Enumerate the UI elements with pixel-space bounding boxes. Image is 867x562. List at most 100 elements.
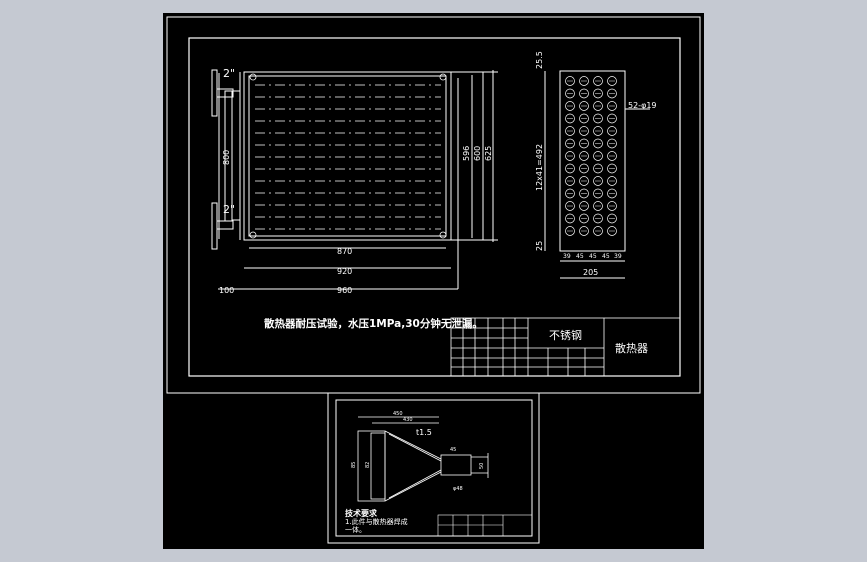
tube-hole [565, 113, 575, 124]
drawing-svg: 2" 2" 800 596 600 625 870 920 960 100 25… [166, 16, 701, 544]
pipe-size-top: 2" [223, 67, 235, 80]
tube-hole [565, 76, 575, 86]
tube-hole [579, 101, 589, 111]
tube-hole [579, 88, 589, 99]
dim-205: 205 [583, 268, 598, 277]
title-material: 不锈钢 [549, 329, 582, 342]
col-dim-1: 39 [563, 253, 571, 260]
tube-hole [565, 101, 575, 111]
corner-bolts [249, 73, 447, 239]
tube-hole [593, 188, 603, 199]
col-dims: 39 45 45 45 39 [563, 253, 622, 260]
lower-dims: 450 430 85 82 45 50 φ48 [351, 411, 485, 492]
tube-hole [607, 126, 617, 136]
tech-title: 技术要求 [345, 508, 378, 518]
tube-hole [607, 76, 617, 86]
tube-hole [565, 201, 575, 211]
tube-hole [579, 176, 589, 186]
tube-hole [607, 113, 617, 124]
col-dim-5: 39 [614, 253, 622, 260]
tube-hole [607, 226, 617, 236]
col-dim-4: 45 [602, 253, 610, 260]
tube-hole [607, 188, 617, 199]
title-name: 散热器 [615, 341, 648, 355]
tube-hole [565, 163, 575, 174]
tube-hole [593, 88, 603, 99]
tube-hole [565, 176, 575, 186]
lower-title-block [437, 514, 533, 537]
tube-hole [565, 88, 575, 99]
tube-hole [565, 138, 575, 149]
dim-25-5: 25.5 [535, 51, 544, 69]
tube-hole [607, 213, 617, 224]
fin-lines [255, 84, 441, 230]
tube-hole [607, 201, 617, 211]
tube-hole [579, 201, 589, 211]
lower-dim-430: 430 [403, 417, 413, 423]
flange-part [357, 416, 489, 502]
tube-holes [565, 76, 617, 236]
dim-492: 12x41=492 [535, 144, 544, 191]
holes-label: 52-φ19 [628, 101, 657, 110]
tube-hole [593, 113, 603, 124]
lower-dim-450: 450 [393, 411, 403, 417]
tube-hole [579, 126, 589, 136]
top-sheet-outer [166, 16, 701, 394]
lower-sheet-outer [327, 392, 540, 544]
tube-hole [565, 151, 575, 161]
lower-dim-82: 82 [365, 462, 371, 468]
dim-800: 800 [222, 150, 231, 165]
tube-hole [593, 151, 603, 161]
title-block [450, 317, 681, 377]
tube-hole [607, 163, 617, 174]
dim-596: 596 [462, 146, 471, 161]
lower-dim-85: 85 [351, 462, 357, 468]
tube-hole [565, 126, 575, 136]
side-view [544, 70, 650, 279]
tech-line2: 一体。 [345, 525, 366, 534]
tube-hole [579, 76, 589, 86]
tube-hole [607, 138, 617, 149]
col-dim-3: 45 [589, 253, 597, 260]
tube-hole [593, 226, 603, 236]
tube-hole [593, 163, 603, 174]
tube-hole [565, 188, 575, 199]
tube-hole [607, 176, 617, 186]
tube-hole [607, 151, 617, 161]
tube-hole [579, 138, 589, 149]
tube-hole [579, 163, 589, 174]
lower-dim-48: φ48 [453, 486, 463, 492]
dim-100: 100 [219, 286, 234, 295]
tube-hole [593, 138, 603, 149]
dim-25: 25 [535, 241, 544, 251]
front-view [211, 69, 498, 290]
tube-hole [593, 213, 603, 224]
dim-600: 600 [473, 146, 482, 161]
tube-hole [593, 176, 603, 186]
col-dim-2: 45 [576, 253, 584, 260]
lower-dim-45: 45 [450, 447, 456, 453]
tube-hole [579, 213, 589, 224]
tube-hole [593, 201, 603, 211]
tube-hole [579, 188, 589, 199]
tech-line1: 1.此件与散热器焊成 [345, 517, 408, 526]
tube-hole [579, 151, 589, 161]
drawing-canvas: 2" 2" 800 596 600 625 870 920 960 100 25… [163, 13, 704, 549]
lower-sheet-inner [335, 399, 533, 537]
tube-hole [565, 213, 575, 224]
tube-hole [579, 113, 589, 124]
dim-870: 870 [337, 247, 352, 256]
lower-dim-50: 50 [479, 463, 485, 469]
dim-625: 625 [484, 146, 493, 161]
tube-hole [593, 101, 603, 111]
tube-hole [607, 88, 617, 99]
tube-hole [607, 101, 617, 111]
dim-920: 920 [337, 267, 352, 276]
top-sheet-inner [188, 37, 681, 377]
pipe-size-bottom: 2" [223, 203, 235, 216]
thickness-label: t1.5 [416, 428, 432, 437]
tube-hole [565, 226, 575, 236]
tube-hole [593, 126, 603, 136]
tube-hole [593, 76, 603, 86]
dim-960: 960 [337, 286, 352, 295]
